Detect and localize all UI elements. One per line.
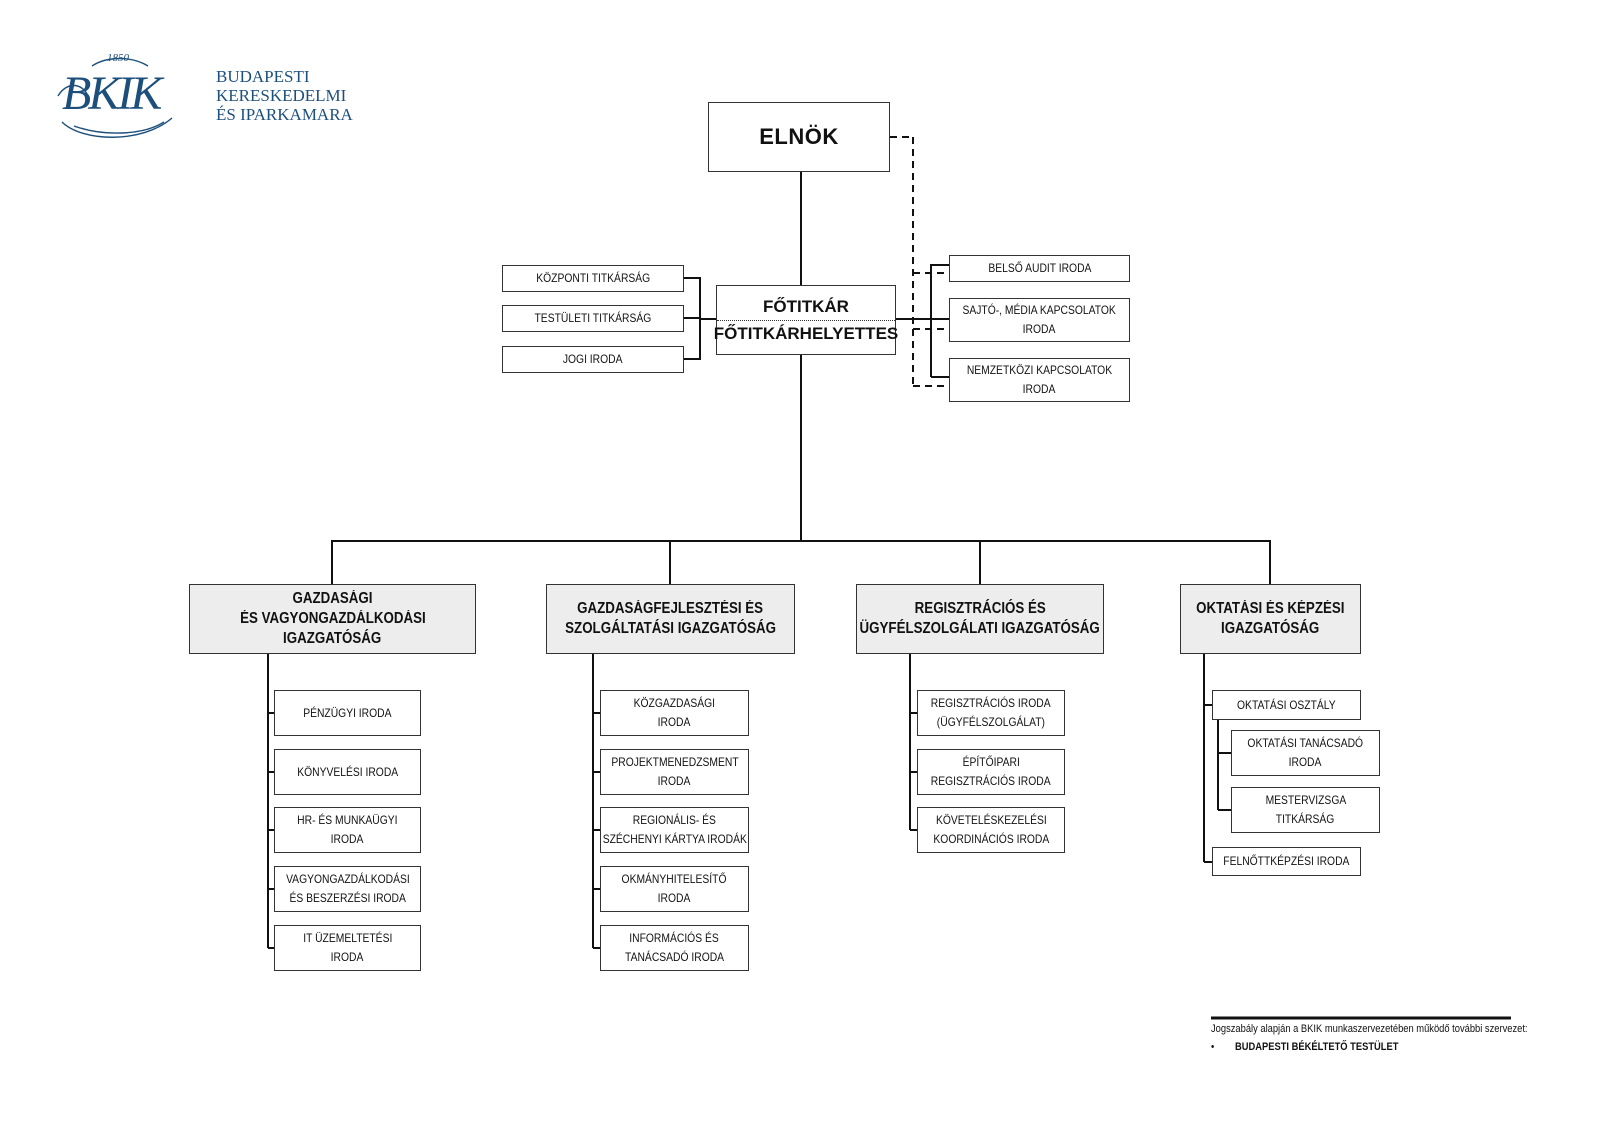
unit-box: IT ÜZEMELTETÉSI IRODA: [274, 925, 421, 971]
unit-label: SZÉCHENYI KÁRTYA IRODÁK: [602, 832, 747, 846]
unit-label: KÖZGAZDASÁGI: [633, 696, 716, 710]
unit-box: PROJEKTMENEDZSMENT IRODA: [600, 749, 749, 795]
unit-label: PÉNZÜGYI IRODA: [303, 705, 392, 720]
directorate-title: ÜGYFÉLSZOLGÁLATI IGAZGATÓSÁG: [859, 620, 1101, 637]
unit-label: TESTÜLETI TITKÁRSÁG: [534, 311, 652, 325]
unit-box: KÖVETELÉSKEZELÉSI KOORDINÁCIÓS IRODA: [917, 807, 1065, 853]
unit-label: FELNŐTTKÉPZÉSI IRODA: [1223, 854, 1350, 868]
bkik-logo: 1850 BKIK: [52, 52, 182, 142]
directorate-registration: REGISZTRÁCIÓS ÉS ÜGYFÉLSZOLGÁLATI IGAZGA…: [856, 584, 1104, 654]
unit-label: OKTATÁSI TANÁCSADÓ: [1247, 736, 1364, 750]
body-secretariat-box: TESTÜLETI TITKÁRSÁG: [502, 305, 684, 332]
directorate-title: IGAZGATÓSÁG: [1221, 620, 1320, 637]
unit-label: IRODA: [658, 891, 691, 905]
unit-label: TANÁCSADÓ IRODA: [624, 950, 725, 964]
directorate-development: GAZDASÁGFEJLESZTÉSI ÉS SZOLGÁLTATÁSI IGA…: [546, 584, 795, 654]
unit-label: IRODA: [1023, 322, 1056, 336]
brand-name: BUDAPESTI KERESKEDELMI ÉS IPARKAMARA: [216, 67, 353, 124]
unit-label: ÉPÍTŐIPARI: [962, 755, 1020, 769]
unit-label: IRODA: [658, 715, 691, 729]
unit-label: TITKÁRSÁG: [1276, 812, 1335, 826]
unit-label: BELSŐ AUDIT IRODA: [987, 261, 1092, 275]
directorate-title: GAZDASÁGFEJLESZTÉSI ÉS: [577, 600, 764, 617]
unit-label: OKTATÁSI OSZTÁLY: [1237, 697, 1336, 712]
central-secretariat-box: KÖZPONTI TITKÁRSÁG: [502, 265, 684, 292]
secretary-general-box: FŐTITKÁR FŐTITKÁRHELYETTES: [713, 285, 899, 355]
unit-label: NEMZETKÖZI KAPCSOLATOK: [966, 363, 1113, 377]
unit-label: JOGI IRODA: [563, 352, 623, 366]
brand-line: ÉS IPARKAMARA: [216, 105, 353, 124]
unit-box: KÖZGAZDASÁGI IRODA: [600, 690, 749, 736]
bkik-emblem-icon: [57, 57, 173, 138]
unit-label: REGISZTRÁCIÓS IRODA: [931, 774, 1051, 788]
logo-year: 1850: [107, 52, 129, 64]
unit-box: HR- ÉS MUNKAÜGYI IRODA: [274, 807, 421, 853]
unit-label: OKMÁNYHITELESÍTŐ: [622, 872, 727, 886]
unit-label: REGIONÁLIS- ÉS: [632, 813, 717, 827]
unit-label: INFORMÁCIÓS ÉS: [629, 931, 720, 945]
unit-label: SAJTÓ-, MÉDIA KAPCSOLATOK: [962, 303, 1117, 317]
unit-box: MESTERVIZSGA TITKÁRSÁG: [1231, 787, 1380, 833]
unit-label: KOORDINÁCIÓS IRODA: [933, 832, 1049, 846]
unit-box: KÖNYVELÉSI IRODA: [274, 749, 421, 795]
directorate-education: OKTATÁSI ÉS KÉPZÉSI IGAZGATÓSÁG: [1180, 584, 1361, 654]
deputy-secretary-general-label: FŐTITKÁRHELYETTES: [713, 323, 899, 343]
unit-label: KÖNYVELÉSI IRODA: [297, 764, 398, 779]
secretary-general-label: FŐTITKÁR: [763, 296, 849, 316]
unit-box: VAGYONGAZDÁLKODÁSI ÉS BESZERZÉSI IRODA: [274, 866, 421, 912]
unit-box: REGIONÁLIS- ÉS SZÉCHENYI KÁRTYA IRODÁK: [600, 807, 749, 853]
footnote-bullet: •: [1211, 1041, 1215, 1053]
unit-box: PÉNZÜGYI IRODA: [274, 690, 421, 736]
unit-box: REGISZTRÁCIÓS IRODA (ÜGYFÉLSZOLGÁLAT): [917, 690, 1065, 736]
unit-box: OKTATÁSI TANÁCSADÓ IRODA: [1231, 730, 1380, 776]
logo-monogram: BKIK: [62, 67, 162, 120]
unit-label: KÖZPONTI TITKÁRSÁG: [536, 271, 650, 285]
unit-label: HR- ÉS MUNKAÜGYI: [297, 813, 398, 827]
unit-label: REGISZTRÁCIÓS IRODA: [931, 696, 1051, 710]
directorate-title: OKTATÁSI ÉS KÉPZÉSI: [1196, 600, 1345, 617]
unit-label: ÉS BESZERZÉSI IRODA: [289, 891, 406, 905]
directorate-title: ÉS VAGYONGAZDÁLKODÁSI: [239, 610, 426, 627]
directorate-title: REGISZTRÁCIÓS ÉS: [914, 600, 1046, 617]
unit-label: IRODA: [331, 832, 364, 846]
unit-box: ÉPÍTŐIPARI REGISZTRÁCIÓS IRODA: [917, 749, 1065, 795]
internal-audit-box: BELSŐ AUDIT IRODA: [949, 255, 1130, 282]
directorate-title: IGAZGATÓSÁG: [283, 630, 382, 647]
legal-office-box: JOGI IRODA: [502, 346, 684, 373]
directorate-title: SZOLGÁLTATÁSI IGAZGATÓSÁG: [565, 620, 776, 637]
unit-label: IRODA: [1023, 382, 1056, 396]
unit-label: KÖVETELÉSKEZELÉSI: [935, 813, 1047, 827]
international-relations-box: NEMZETKÖZI KAPCSOLATOK IRODA: [949, 358, 1130, 402]
unit-box: INFORMÁCIÓS ÉS TANÁCSADÓ IRODA: [600, 925, 749, 971]
unit-label: (ÜGYFÉLSZOLGÁLAT): [936, 715, 1046, 729]
unit-box: FELNŐTTKÉPZÉSI IRODA: [1212, 847, 1361, 876]
unit-label: IRODA: [1289, 755, 1322, 769]
directorate-title: GAZDASÁGI: [292, 590, 373, 607]
unit-label: MESTERVIZSGA: [1265, 793, 1346, 807]
unit-label: IRODA: [658, 774, 691, 788]
directorate-economic: GAZDASÁGI ÉS VAGYONGAZDÁLKODÁSI IGAZGATÓ…: [189, 584, 476, 654]
unit-label: IT ÜZEMELTETÉSI: [302, 931, 393, 945]
president-label: ELNÖK: [759, 124, 839, 149]
unit-box: OKMÁNYHITELESÍTŐ IRODA: [600, 866, 749, 912]
press-media-box: SAJTÓ-, MÉDIA KAPCSOLATOK IRODA: [949, 298, 1130, 342]
footnote-item: BUDAPESTI BÉKÉLTETŐ TESTÜLET: [1235, 1041, 1399, 1053]
footnote-intro: Jogszabály alapján a BKIK munkaszervezet…: [1211, 1023, 1528, 1035]
unit-label: IRODA: [331, 950, 364, 964]
brand-line: BUDAPESTI: [216, 67, 310, 86]
unit-label: PROJEKTMENEDZSMENT: [610, 755, 739, 769]
president-box: ELNÖK: [708, 102, 890, 172]
brand-line: KERESKEDELMI: [216, 86, 347, 105]
unit-box: OKTATÁSI OSZTÁLY: [1212, 690, 1361, 720]
unit-label: VAGYONGAZDÁLKODÁSI: [285, 872, 410, 886]
dotted-divider: [717, 319, 895, 321]
